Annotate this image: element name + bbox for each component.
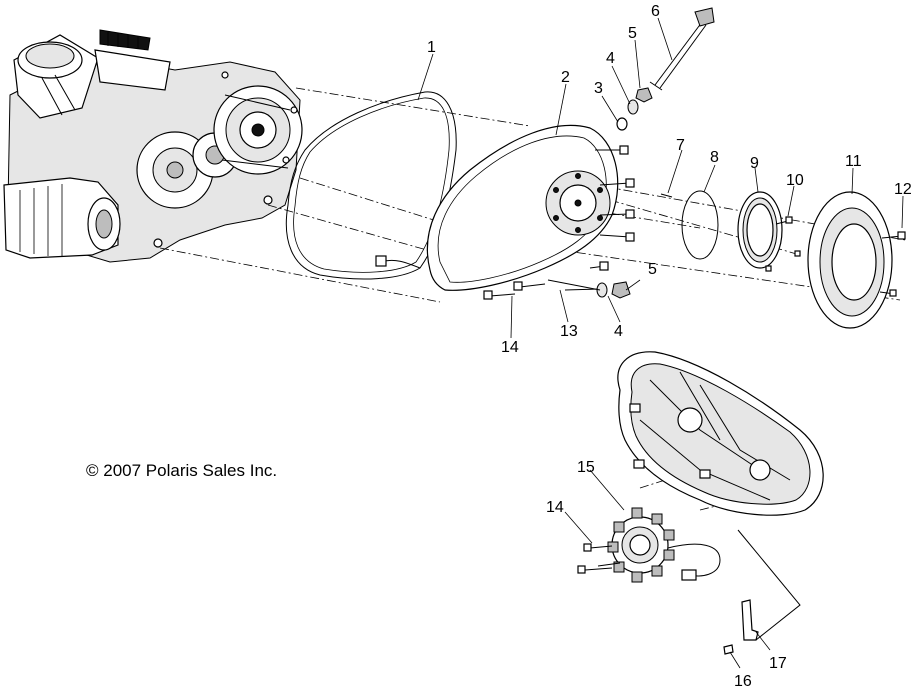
cover-bolts	[483, 145, 635, 300]
callout-labels: 1 2 3 4 5 6 7 8 9 10 11 12 5 4 13 14 15 …	[427, 3, 912, 688]
inspection-gasket	[681, 190, 719, 260]
clip-screw	[723, 644, 734, 655]
callout-4: 4	[606, 50, 615, 67]
callout-10: 10	[786, 172, 804, 189]
callout-14: 14	[501, 339, 519, 356]
callout-14-lower: 14	[546, 499, 564, 516]
callout-5: 5	[628, 25, 637, 42]
callout-12: 12	[894, 181, 912, 198]
callout-17: 17	[769, 655, 787, 672]
callout-16: 16	[734, 673, 752, 688]
inner-primary-cover	[617, 351, 824, 516]
callout-6: 6	[651, 3, 660, 20]
callout-9: 9	[750, 155, 759, 172]
callout-13: 13	[560, 323, 578, 340]
callout-11: 11	[845, 153, 862, 170]
leader-lines	[417, 17, 904, 669]
callout-5-lower: 5	[648, 261, 657, 278]
nut-bottom	[611, 281, 631, 299]
callout-1: 1	[427, 39, 436, 56]
gasket	[285, 91, 457, 280]
callout-15: 15	[577, 459, 595, 476]
retainer-clip	[741, 599, 759, 641]
seal-bottom	[596, 282, 608, 298]
copyright-notice: © 2007 Polaris Sales Inc.	[86, 461, 277, 480]
callout-3: 3	[594, 80, 603, 97]
inspection-cover	[737, 191, 783, 269]
small-screw	[660, 193, 673, 198]
callout-8: 8	[710, 149, 719, 166]
washer	[616, 117, 628, 131]
shaft	[649, 7, 715, 91]
nut-top	[635, 87, 653, 103]
callout-2: 2	[561, 69, 570, 86]
outer-cover	[375, 124, 619, 291]
stud	[547, 279, 601, 291]
engine-assembly	[3, 29, 303, 263]
callout-7: 7	[676, 137, 685, 154]
callout-4-lower: 4	[614, 323, 623, 340]
stator	[607, 507, 721, 583]
seal-top	[627, 99, 639, 115]
derby-cover	[807, 191, 893, 329]
